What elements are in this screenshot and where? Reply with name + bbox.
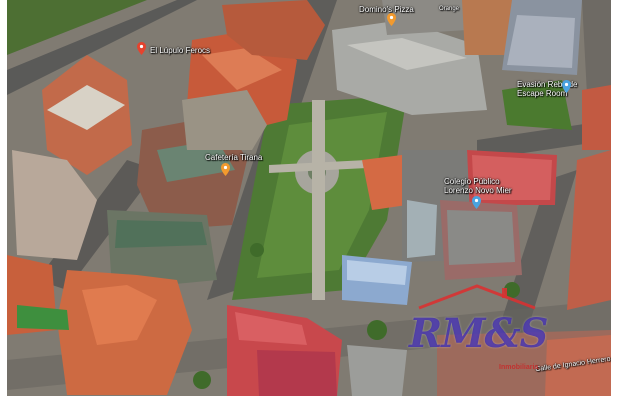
building (582, 0, 611, 100)
pin-colegio-icon[interactable] (472, 196, 481, 209)
label-colegio[interactable]: Colegio Público Lorenzo Novo Mier (444, 177, 512, 195)
pin-cafeteria-icon[interactable] (221, 163, 230, 176)
park (502, 80, 572, 130)
label-dominos[interactable]: Domino's Pizza (359, 5, 414, 14)
pin-dominos-icon[interactable] (387, 13, 396, 26)
building (12, 150, 97, 260)
label-evasion-line2: Escape Room (517, 89, 568, 98)
map-frame[interactable]: El Lúpulo Ferocs Cafetería Tirana Domino… (7, 0, 611, 396)
building (222, 0, 325, 60)
building (347, 345, 407, 396)
label-colegio-line2: Lorenzo Novo Mier (444, 186, 512, 195)
satellite-map[interactable] (7, 0, 611, 396)
building (567, 150, 611, 310)
label-el-lupulo[interactable]: El Lúpulo Ferocs (150, 46, 211, 55)
building (582, 85, 611, 150)
building (382, 0, 467, 35)
building (462, 0, 512, 55)
label-cafeteria-tirana[interactable]: Cafetería Tirana (205, 153, 263, 162)
pin-el-lupulo-icon[interactable] (137, 42, 146, 55)
pin-evasion-icon[interactable] (562, 80, 571, 93)
label-evasion-line1: Evasión Rebelde (517, 80, 578, 89)
label-evasion-rebelde[interactable]: Evasión Rebelde Escape Room (517, 80, 577, 98)
label-colegio-line1: Colegio Público (444, 177, 500, 186)
building (182, 90, 267, 150)
label-orange[interactable]: Orange (439, 6, 460, 12)
building (362, 155, 407, 210)
